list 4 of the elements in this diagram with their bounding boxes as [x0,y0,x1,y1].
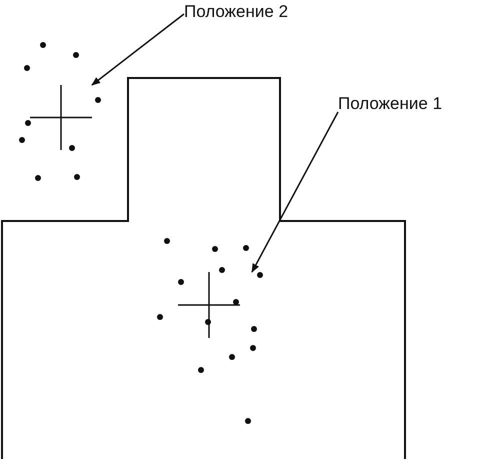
leader-arrow [251,112,339,273]
leader-arrow [91,13,184,86]
position-label: Положение 2 [184,2,288,21]
position-label: Положение 1 [338,94,442,113]
